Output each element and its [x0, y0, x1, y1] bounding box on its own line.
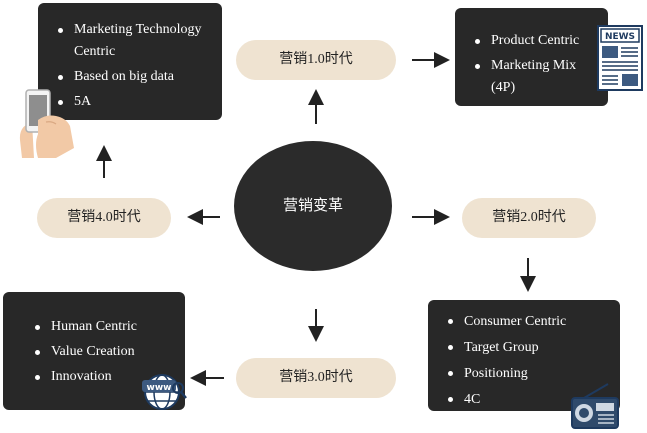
- era4-item: 5A: [52, 91, 214, 113]
- era1-pill: 营销1.0时代: [236, 40, 396, 80]
- www-text: www: [147, 383, 172, 393]
- era2-item: Positioning: [442, 362, 612, 385]
- newspaper-text: NEWS: [605, 32, 635, 42]
- era2-item: 4C: [442, 388, 612, 411]
- www-globe-icon: www: [142, 374, 187, 410]
- era4-box: Marketing Technology Centric Based on bi…: [38, 3, 222, 120]
- era2-pill: 营销2.0时代: [462, 198, 596, 238]
- era1-box: Product Centric Marketing Mix (4P): [455, 8, 608, 106]
- radio-icon: [571, 383, 619, 429]
- newspaper-icon: NEWS: [597, 25, 643, 91]
- era3-item: Value Creation: [29, 341, 177, 363]
- phone-in-hand-icon: [19, 89, 74, 158]
- era4-item: Marketing Technology Centric: [52, 19, 214, 63]
- era2-item: Consumer Centric: [442, 310, 612, 333]
- era2-box: Consumer Centric Target Group Positionin…: [428, 300, 620, 411]
- era3-item: Human Centric: [29, 316, 177, 338]
- era1-item: Product Centric: [469, 30, 600, 52]
- era3-pill: 营销3.0时代: [236, 358, 396, 398]
- era3-item: Innovation: [29, 366, 177, 388]
- era2-item: Target Group: [442, 336, 612, 359]
- era4-item: Based on big data: [52, 66, 214, 88]
- era4-pill: 营销4.0时代: [37, 198, 171, 238]
- era1-item: Marketing Mix (4P): [469, 55, 600, 99]
- central-hub: 营销变革: [234, 141, 392, 271]
